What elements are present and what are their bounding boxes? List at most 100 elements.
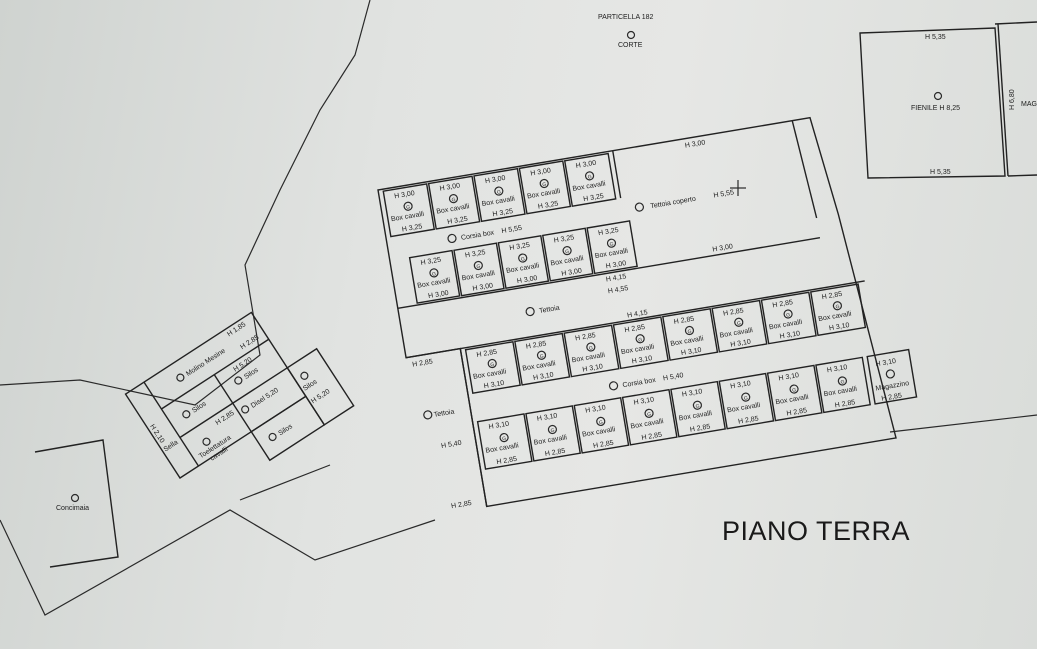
- horse-box-h-top: H 3,10: [585, 404, 607, 414]
- silos4-label: Silos: [277, 423, 294, 437]
- fienile-h-side: H 6,80: [1009, 89, 1016, 110]
- tettoia-mid-h-top: H 4,15: [605, 273, 627, 283]
- horse-box-h-bottom: H 3,10: [681, 347, 703, 357]
- site-boundary-lower: [0, 509, 436, 616]
- horse-box-h-bottom: H 2,85: [834, 399, 856, 409]
- horse-box-h-bottom: H 2,85: [593, 440, 615, 450]
- horse-box-walls: [525, 405, 582, 462]
- corsia2-label: Corsia box: [622, 377, 657, 390]
- wall: [143, 381, 200, 467]
- wall: [161, 338, 270, 410]
- horse-box-h-top: H 2,85: [723, 307, 745, 317]
- fienile-h-bottom: H 5,35: [930, 169, 951, 176]
- fienile-marker-icon: [933, 91, 943, 101]
- horse-box-label: Box cavalli: [461, 270, 496, 282]
- zone-marker-icon: [885, 369, 895, 379]
- mag-label: MAG: [1021, 101, 1037, 108]
- concimaia-enclosure: [34, 439, 119, 568]
- horse-box-h-top: H 2,85: [525, 340, 547, 350]
- zone-marker-icon: [268, 432, 277, 442]
- zone-marker-icon: [473, 260, 483, 271]
- zone-code: G: [835, 304, 840, 311]
- crosshair-cursor-icon: [730, 180, 746, 196]
- wall: [213, 374, 252, 433]
- horse-box-h-top: H 3,10: [826, 364, 848, 374]
- horse-box-h-top: H 3,25: [598, 227, 620, 237]
- zone-marker-icon: [562, 246, 572, 256]
- zone-code: G: [786, 312, 791, 319]
- horse-box-h-bottom: H 3,10: [779, 330, 801, 340]
- zone-marker-icon: [596, 416, 606, 427]
- fienile-label: FIENILE H 8,25: [911, 105, 960, 112]
- horse-box-h-bottom: H 3,00: [472, 282, 494, 292]
- horse-box-label: Box cavalli: [436, 203, 471, 215]
- concimaia-label: Concimaia: [56, 505, 89, 512]
- tettoia-left-h-top: H 2,85: [412, 358, 434, 368]
- horse-box-label: Box cavalli: [582, 426, 617, 438]
- horse-box-label: Box cavalli: [670, 335, 705, 347]
- horse-box-walls: [760, 291, 817, 345]
- horse-box-label: Box cavalli: [391, 211, 426, 223]
- horse-box-walls: [586, 220, 638, 275]
- horse-box-h-bottom: H 2,85: [641, 432, 663, 442]
- molino-h1: H 1,85: [226, 321, 247, 338]
- zone-marker-icon: [403, 201, 413, 211]
- horse-box-label: Box cavalli: [485, 442, 520, 454]
- adjacent-building: [994, 21, 1037, 25]
- adjacent-wall-bottom: [1007, 174, 1037, 177]
- horse-box-h-bottom: H 3,10: [631, 355, 653, 365]
- wall: [791, 120, 818, 219]
- horse-box-walls: [718, 372, 775, 430]
- horse-box-h-top: H 2,85: [476, 349, 498, 359]
- zone-marker-icon: [494, 186, 504, 196]
- zone-marker-icon: [832, 301, 843, 311]
- horse-box-h-top: H 2,85: [624, 324, 646, 334]
- horse-box-h-top: H 3,10: [633, 396, 655, 406]
- horse-box-walls: [427, 175, 481, 230]
- zone-code: G: [695, 403, 700, 410]
- horse-box-label: Box cavalli: [571, 352, 606, 364]
- horse-box-h-top: H 3,10: [778, 372, 800, 382]
- zone-code: G: [647, 412, 652, 419]
- horse-box-walls: [711, 299, 768, 353]
- zone-marker-icon: [499, 432, 509, 443]
- horse-box-h-top: H 3,00: [575, 160, 597, 170]
- horse-box-walls: [497, 234, 550, 290]
- zone-marker-icon: [586, 342, 596, 352]
- horse-box-h-top: H 3,25: [465, 249, 487, 259]
- site-boundary-annex: [239, 464, 331, 501]
- horse-box-h-top: H 3,25: [420, 257, 442, 267]
- zone-marker-icon: [423, 410, 433, 420]
- zone-code: G: [502, 436, 507, 443]
- horse-box-walls: [541, 227, 594, 282]
- horse-box-h-bottom: H 2,85: [786, 407, 808, 417]
- horse-box-walls: [518, 160, 572, 215]
- tettoia-mid-label: Tettoia: [539, 305, 561, 315]
- tettoia-left-label: Tettoia: [433, 408, 455, 418]
- wall: [397, 237, 821, 310]
- zone-code: G: [744, 395, 749, 402]
- horse-box-label: Box cavalli: [678, 410, 713, 422]
- horse-box-h-top: H 3,00: [485, 175, 507, 185]
- tettoia-coperto-area: Tettoia coperto H 5,55 H 3,00 H 3,00: [634, 139, 735, 254]
- zone-marker-icon: [176, 373, 185, 382]
- tettoia-mid-h-bottom: H 4,15: [627, 309, 649, 319]
- horse-box-walls: [473, 167, 526, 223]
- zone-code: G: [587, 174, 592, 181]
- zone-code: G: [840, 379, 845, 386]
- horse-box-label: Box cavalli: [818, 311, 853, 323]
